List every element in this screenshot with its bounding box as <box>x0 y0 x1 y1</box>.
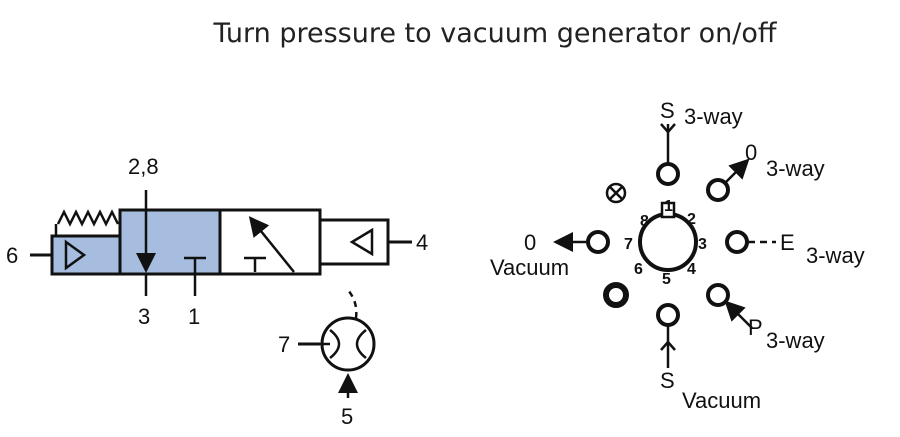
top-check-mark <box>660 123 676 134</box>
rotary-valve: 8 1 2 7 3 6 5 4 S 3-way 0 3-way 0 Vacu <box>490 98 865 413</box>
port-top <box>656 162 680 186</box>
right-3way-label: 3-way <box>806 243 865 268</box>
port-5-label: 5 <box>341 404 353 429</box>
port-1-label: 1 <box>188 304 200 329</box>
bottom-s-label: S <box>660 368 675 393</box>
bottom-check-mark <box>660 340 676 351</box>
top-s-label: S <box>660 98 675 123</box>
rotor-number-4: 4 <box>687 261 696 278</box>
spring-icon <box>56 209 120 227</box>
rotor-number-7: 7 <box>624 236 633 253</box>
rotor-number-5: 5 <box>662 271 671 288</box>
port-4-label: 4 <box>416 230 428 255</box>
filled-ring-icon <box>603 282 629 308</box>
port-right <box>725 230 749 254</box>
port-3-label: 3 <box>138 304 150 329</box>
solenoid-valve: 6 2,8 3 1 4 7 <box>6 154 428 429</box>
top-right-arrow <box>724 158 750 184</box>
top-3way-label: 3-way <box>684 104 743 129</box>
right-pilot-triangle-icon <box>349 227 374 257</box>
rotor-number-6: 6 <box>634 261 643 278</box>
left-pilot-triangle-icon <box>64 239 87 271</box>
diagram-title: Turn pressure to vacuum generator on/off <box>213 18 778 49</box>
rotor-number-1: 1 <box>664 198 673 215</box>
bottom-right-3way-label: 3-way <box>766 328 825 353</box>
port-6-label: 6 <box>6 243 18 268</box>
port-7-label: 7 <box>278 332 290 357</box>
port-left <box>586 230 610 254</box>
crossed-circle-icon <box>605 182 627 204</box>
flow-arrow-rest <box>248 216 295 273</box>
bottom-vacuum-label: Vacuum <box>682 388 761 413</box>
port-bottom <box>656 303 680 327</box>
nozzle-right <box>355 329 367 359</box>
rotor-number-8: 8 <box>640 213 649 230</box>
bottom-right-p-label: P <box>748 315 763 340</box>
top-right-0-label: 0 <box>745 140 757 165</box>
port-bottom-right <box>706 283 730 307</box>
right-e-label: E <box>780 230 795 255</box>
port-28-label: 2,8 <box>128 154 159 179</box>
exhaust-dashed-line <box>347 289 358 319</box>
top-right-3way-label: 3-way <box>766 156 825 181</box>
rotor-number-2: 2 <box>687 211 696 228</box>
nozzle-left <box>329 329 341 359</box>
port-top-right <box>706 178 730 202</box>
left-0-label: 0 <box>524 230 536 255</box>
rotor-number-3: 3 <box>698 236 707 253</box>
rotor-key <box>660 201 676 219</box>
valve-active-square <box>118 208 222 276</box>
bottom-right-arrow <box>724 300 753 329</box>
left-vacuum-label: Vacuum <box>490 255 569 280</box>
